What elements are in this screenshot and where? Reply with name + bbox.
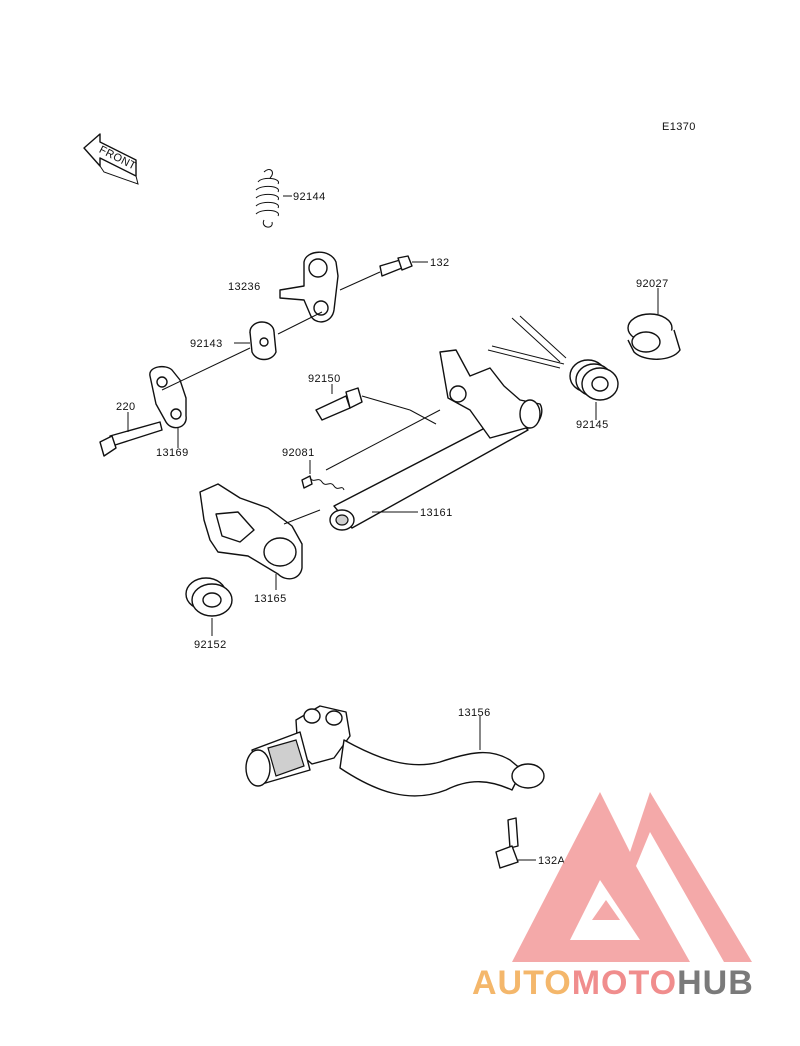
shaft-13161: 13161 — [329, 349, 543, 531]
bushing-92027: 92027 — [627, 278, 681, 360]
label-13165: 13165 — [254, 593, 287, 605]
label-92027: 92027 — [636, 278, 669, 290]
watermark-brand: AUTOMOTOHUB — [472, 964, 754, 1002]
spring-92145: 92145 — [487, 315, 619, 431]
label-92144: 92144 — [293, 191, 326, 203]
label-132A: 132A — [538, 855, 566, 867]
spring-92081: 92081 — [282, 409, 441, 491]
bolt-132A: 132A — [495, 817, 566, 869]
bolt-220: 220 — [99, 401, 163, 457]
watermark-hub: HUB — [677, 964, 754, 1002]
arm-13236: 13236 — [228, 251, 339, 323]
washer-92152: 92152 — [185, 577, 233, 651]
plate-13165: 13165 — [199, 483, 321, 605]
label-92143: 92143 — [190, 338, 223, 350]
label-92145: 92145 — [576, 419, 609, 431]
label-92150: 92150 — [308, 373, 341, 385]
bolt-132: 132 — [339, 255, 450, 291]
label-220: 220 — [116, 401, 136, 413]
watermark-auto: AUTO — [472, 964, 572, 1002]
label-132: 132 — [430, 257, 450, 269]
front-arrow-icon: FRONT — [83, 133, 139, 185]
label-13169: 13169 — [156, 447, 189, 459]
spring-92144: 92144 — [255, 169, 326, 228]
label-92152: 92152 — [194, 639, 227, 651]
watermark-moto: MOTO — [572, 964, 677, 1002]
label-13161: 13161 — [420, 507, 453, 519]
pin-92150: 92150 — [308, 373, 437, 425]
automotohub-logo — [512, 792, 752, 962]
collar-92143: 92143 — [190, 311, 323, 361]
label-13236: 13236 — [228, 281, 261, 293]
plate-13169: 13169 — [149, 347, 251, 459]
label-13156: 13156 — [458, 707, 491, 719]
pedal-13156: 13156 — [245, 705, 545, 797]
label-92081: 92081 — [282, 447, 315, 459]
diagram-code: E1370 — [662, 121, 696, 133]
